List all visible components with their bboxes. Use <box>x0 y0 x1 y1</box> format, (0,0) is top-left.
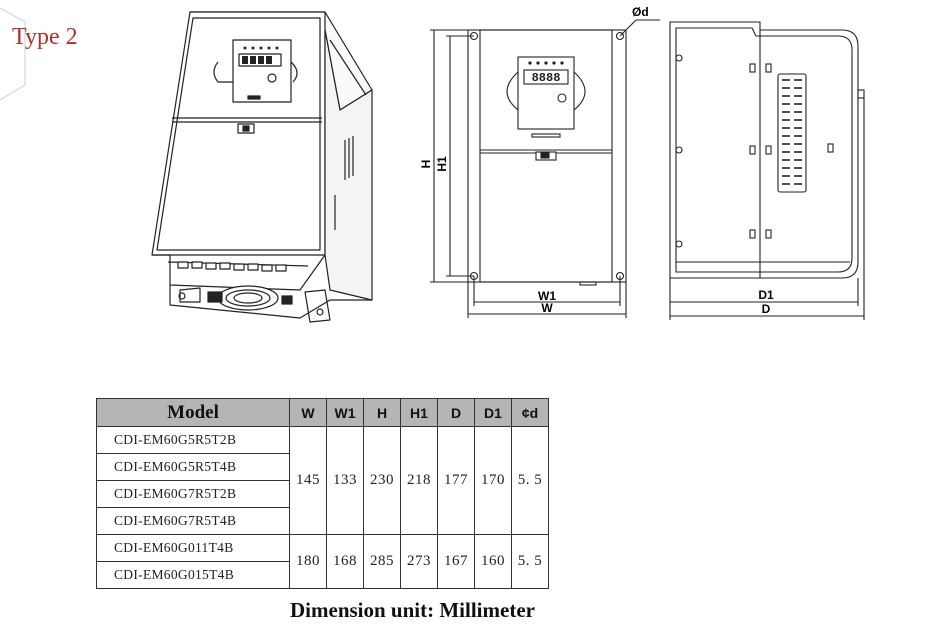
value-h: 230 <box>363 426 401 535</box>
model-cell: CDI-EM60G015T4B <box>96 561 290 589</box>
label-w: W <box>541 301 553 315</box>
label-w1: W1 <box>538 289 556 303</box>
type-label: Type 2 <box>12 24 78 50</box>
value-d: 177 <box>437 426 475 535</box>
table-row: CDI-EM60G011T4B 180 168 285 273 167 160 … <box>96 534 549 589</box>
value-w: 145 <box>289 426 327 535</box>
table-row: CDI-EM60G7R5T2B <box>96 480 549 508</box>
table-header-row: Model W W1 H H1 D D1 ¢d <box>96 398 549 427</box>
header-w: W <box>289 398 327 427</box>
header-d: D <box>437 398 475 427</box>
model-cell: CDI-EM60G011T4B <box>96 534 290 562</box>
value-h1: 218 <box>400 426 438 535</box>
value-w1: 168 <box>326 534 364 589</box>
header-h: H <box>363 398 401 427</box>
table-row: CDI-EM60G7R5T4B <box>96 507 549 535</box>
value-h: 285 <box>363 534 401 589</box>
table-row: CDI-EM60G5R5T4B <box>96 453 549 481</box>
table-row: CDI-EM60G5R5T2B 145 133 230 218 177 170 … <box>96 426 549 535</box>
dimension-table: Model W W1 H H1 D D1 ¢d CDI-EM60G5R5T2B … <box>96 398 549 589</box>
value-w: 180 <box>289 534 327 589</box>
dimension-unit-caption: Dimension unit: Millimeter <box>290 598 535 622</box>
model-cell: CDI-EM60G7R5T4B <box>96 507 290 535</box>
model-cell: CDI-EM60G5R5T2B <box>96 426 290 454</box>
value-phi-d: 5. 5 <box>511 534 549 589</box>
header-h1: H1 <box>400 398 438 427</box>
value-h1: 273 <box>400 534 438 589</box>
model-cell: CDI-EM60G5R5T4B <box>96 453 290 481</box>
header-phi-d: ¢d <box>511 398 549 427</box>
front-view: 8888 <box>430 19 660 318</box>
display-digits: 8888 <box>532 71 561 85</box>
table-row: CDI-EM60G015T4B <box>96 561 549 589</box>
model-cell: CDI-EM60G7R5T2B <box>96 480 290 508</box>
value-phi-d: 5. 5 <box>511 426 549 535</box>
header-model: Model <box>96 398 290 427</box>
value-d1: 170 <box>474 426 512 535</box>
header-w1: W1 <box>326 398 364 427</box>
label-d: D <box>762 302 771 316</box>
dimension-drawings: 8888 Ød H H1 W1 W <box>151 5 865 323</box>
corner-decoration <box>0 7 26 101</box>
side-view <box>669 21 865 320</box>
value-w1: 133 <box>326 426 364 535</box>
label-phi-d: Ød <box>632 5 649 19</box>
label-h1: H1 <box>435 156 449 172</box>
header-d1: D1 <box>474 398 512 427</box>
value-d1: 160 <box>474 534 512 589</box>
isometric-view <box>151 11 373 323</box>
value-d: 167 <box>437 534 475 589</box>
label-d1: D1 <box>758 288 774 302</box>
label-h: H <box>419 160 433 169</box>
